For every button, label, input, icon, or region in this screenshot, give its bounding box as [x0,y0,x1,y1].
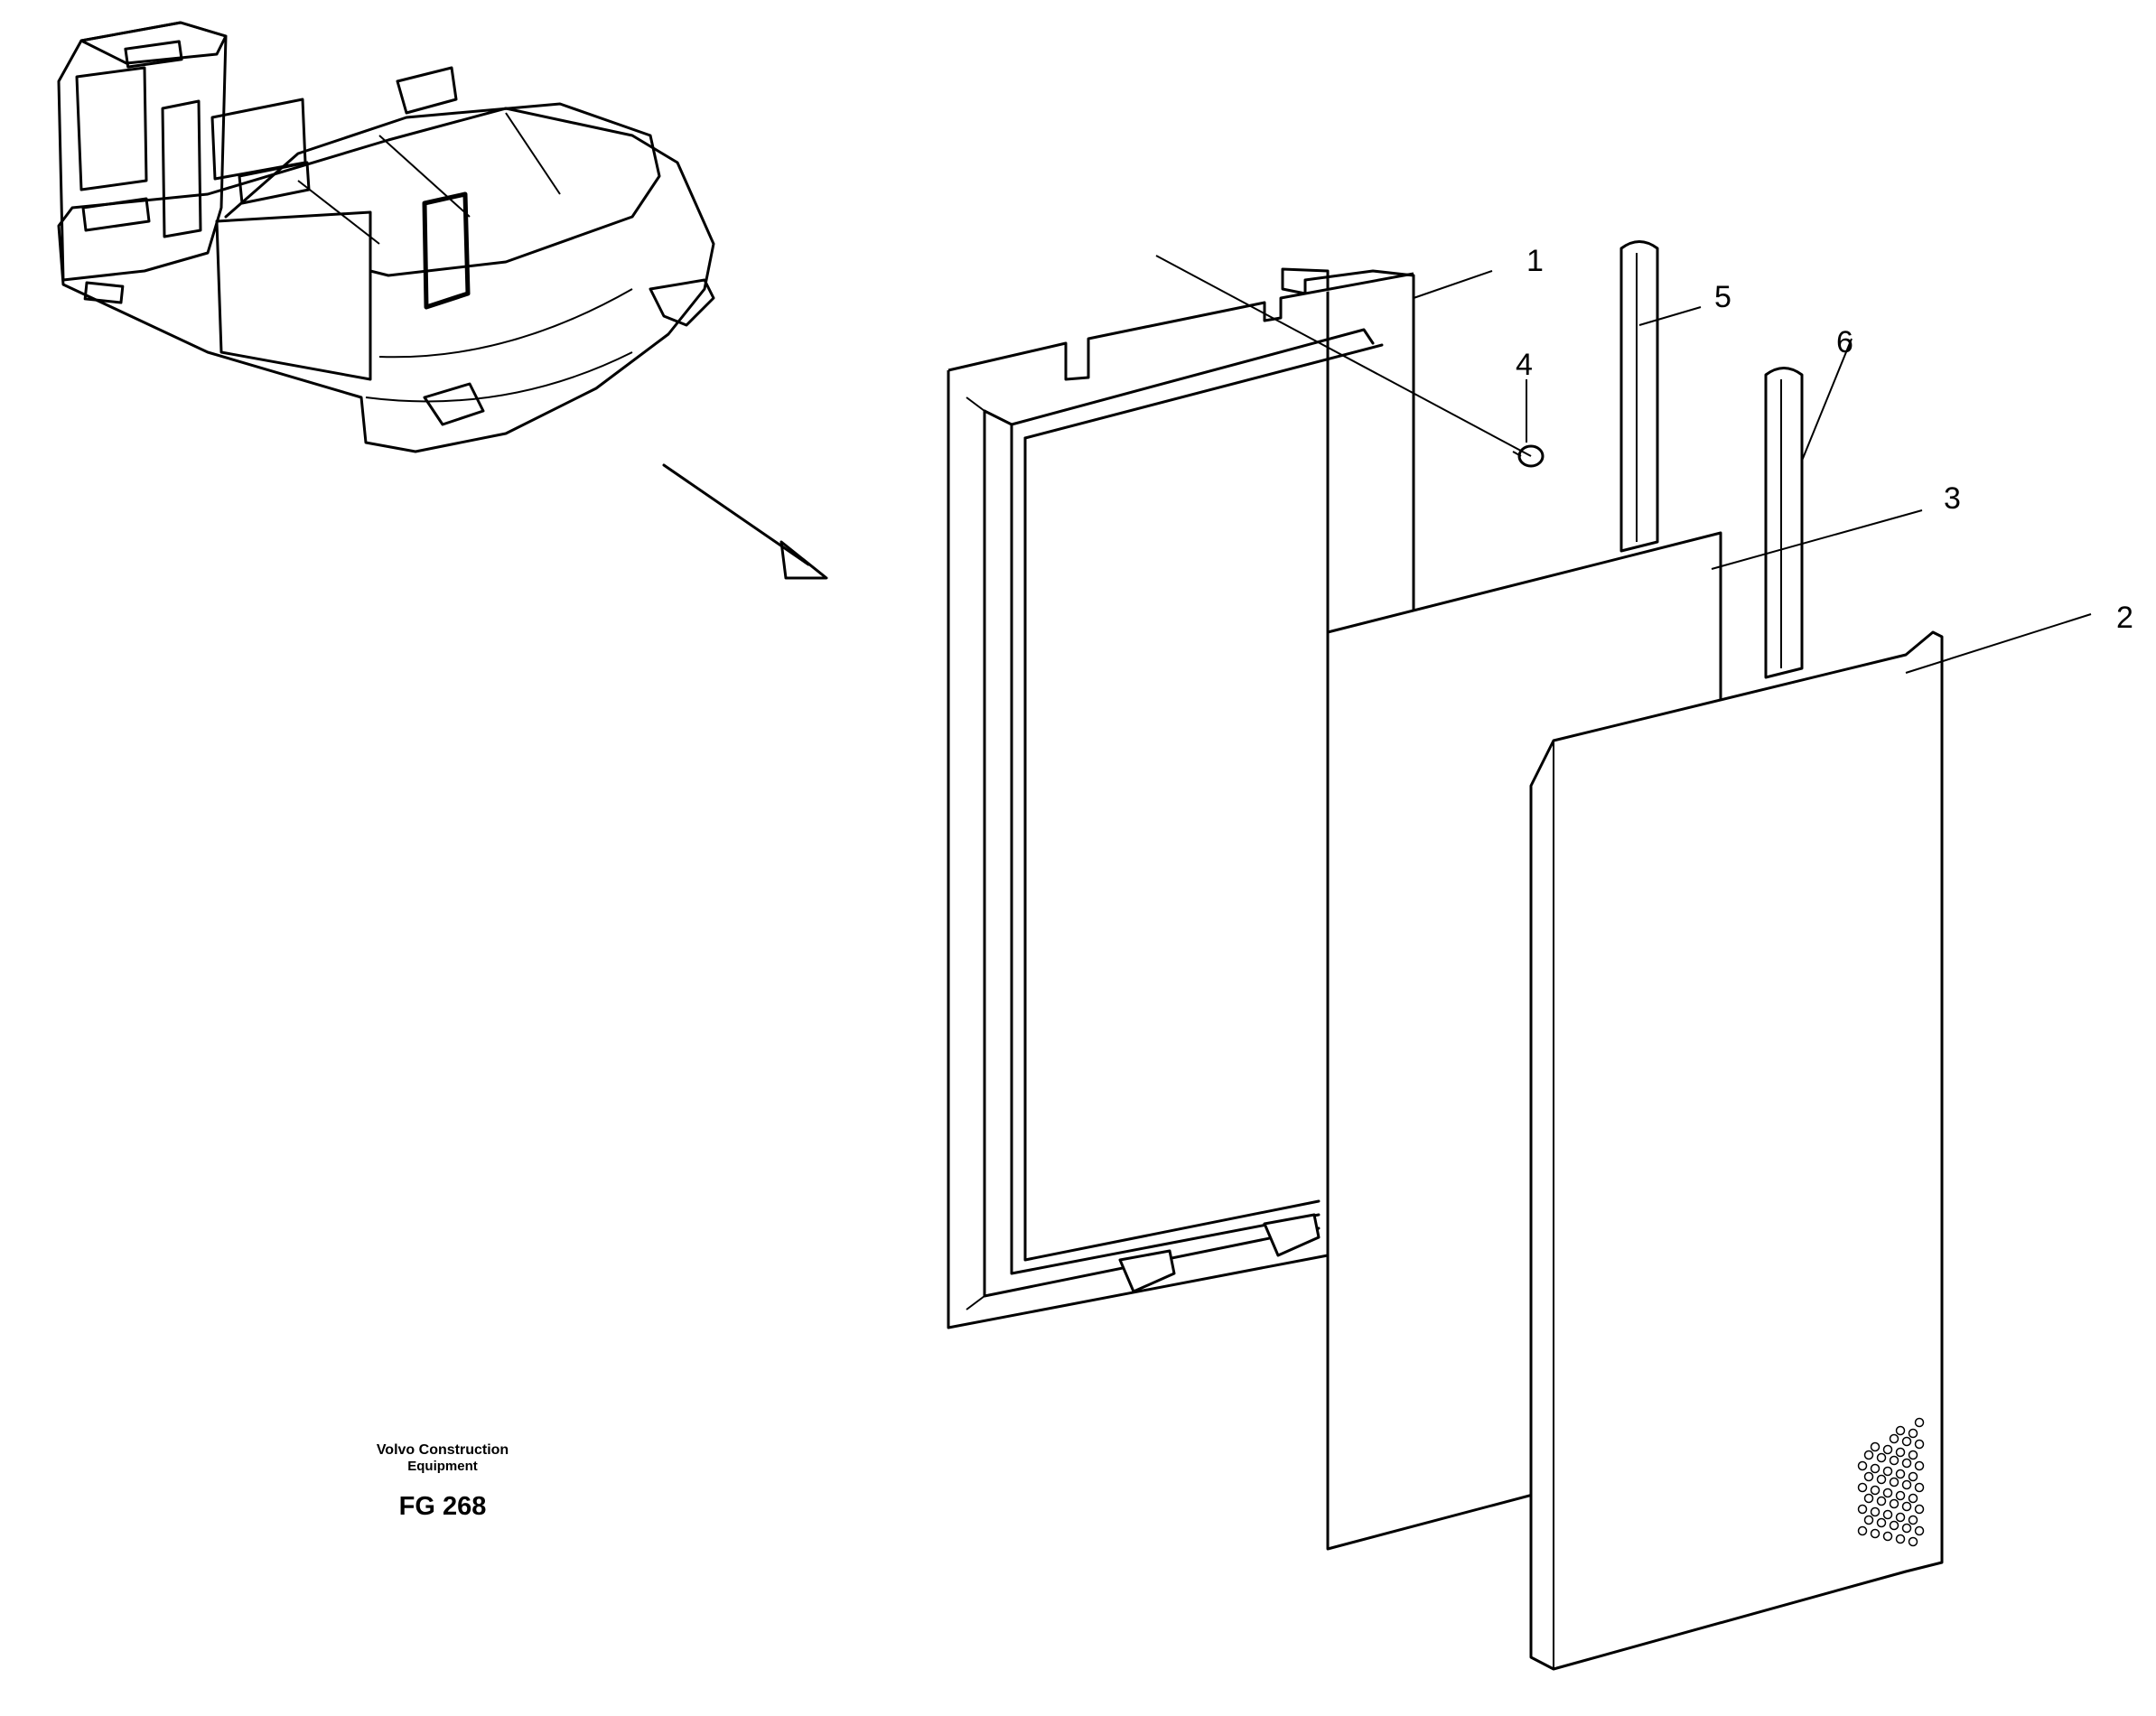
vent-hole [1882,1488,1893,1498]
vent-hole [1901,1523,1912,1534]
leader-lines [1155,255,2092,674]
vent-hole [1914,1482,1925,1493]
callout-6: 6 [1836,325,1853,359]
vent-hole [1863,1471,1874,1482]
vent-hole [1889,1455,1899,1466]
vent-hole [1914,1439,1925,1450]
callout-1: 1 [1526,244,1544,278]
vent-hole [1870,1463,1881,1474]
vent-hole [1908,1493,1918,1504]
vent-hole [1863,1450,1874,1460]
vent-hole [1889,1433,1899,1444]
vent-hole [1882,1531,1893,1542]
callout-2: 2 [2116,601,2133,635]
part-1-frame [947,267,1415,1329]
vent-hole [1889,1477,1899,1488]
excavator-overview-icon [57,21,715,453]
vent-hole [1882,1466,1893,1477]
vent-hole [1914,1525,1925,1536]
vent-hole [1901,1479,1912,1490]
vent-hole [1857,1482,1868,1493]
vent-hole [1901,1458,1912,1469]
vent-hole [1901,1501,1912,1512]
vent-hole [1870,1528,1881,1539]
vent-hole [1914,1460,1925,1471]
manufacturer-line-1: Volvo Construction [376,1442,509,1458]
part-2-door-panel [1529,630,1944,1671]
vent-hole [1876,1452,1887,1463]
vent-hole [1889,1520,1899,1531]
vent-hole [1895,1469,1906,1479]
vent-hole [1908,1536,1918,1547]
vent-hole [1901,1436,1912,1447]
vent-hole [1895,1512,1906,1523]
vent-hole [1876,1517,1887,1528]
vent-hole [1914,1504,1925,1515]
vent-hole [1908,1471,1918,1482]
vent-hole [1889,1498,1899,1509]
vent-hole [1895,1490,1906,1501]
vent-hole [1857,1460,1868,1471]
vent-hole [1857,1525,1868,1536]
vent-hole [1908,1450,1918,1460]
vent-hole [1863,1493,1874,1504]
vent-hole [1857,1504,1868,1515]
vent-hole [1882,1509,1893,1520]
vent-hole [1908,1515,1918,1525]
arrow-icon [662,463,828,580]
vent-hole [1870,1441,1881,1452]
callout-4: 4 [1516,348,1533,382]
figure-code: FG 268 [398,1492,487,1521]
part-6-seal-strip [1764,367,1804,679]
vent-hole [1870,1485,1881,1496]
manufacturer-line-2: Equipment [407,1459,478,1474]
vent-hole [1876,1474,1887,1485]
part-5-seal-strip [1619,240,1659,553]
callout-3: 3 [1944,481,1961,516]
ventilation-holes [1857,1417,1925,1547]
vent-hole [1895,1534,1906,1544]
vent-hole [1908,1428,1918,1439]
vent-hole [1870,1506,1881,1517]
part-4-clip [1512,444,1545,468]
callout-5: 5 [1714,280,1731,314]
vent-hole [1863,1515,1874,1525]
vent-hole [1876,1496,1887,1506]
vent-hole [1914,1417,1925,1428]
vent-hole [1882,1444,1893,1455]
vent-hole [1895,1447,1906,1458]
vent-hole [1895,1425,1906,1436]
